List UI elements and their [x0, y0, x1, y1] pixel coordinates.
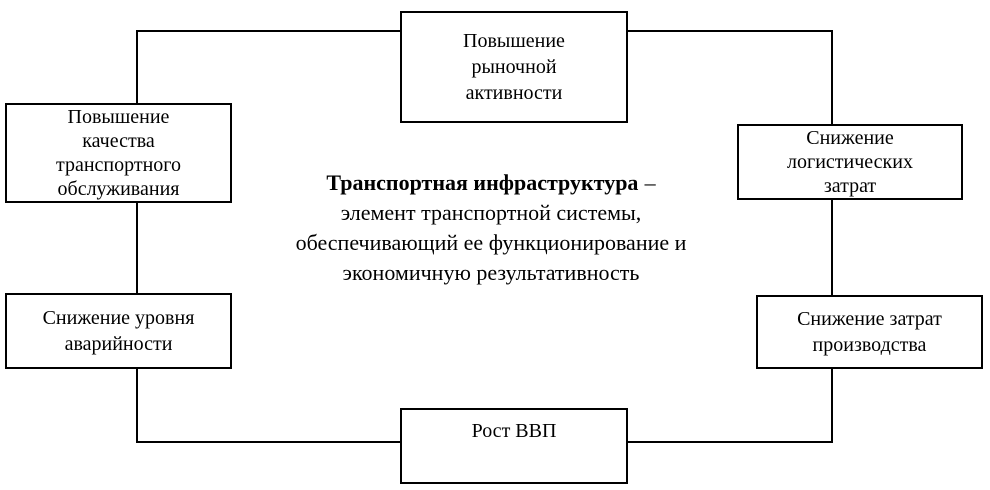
definition-term: Транспортная инфраструктура [326, 170, 639, 195]
box-accident-rate: Снижение уровня аварийности [5, 293, 232, 369]
definition-dash: – [644, 170, 656, 195]
connector-right-vertical-lower [831, 367, 833, 443]
connector-bottom-right-horizontal [628, 441, 833, 443]
connector-top-left-horizontal [136, 30, 400, 32]
box-gdp-growth-label: Рост ВВП [471, 420, 557, 442]
connector-right-vertical-middle [831, 198, 833, 297]
connector-top-right-horizontal [628, 30, 833, 32]
box-gdp-growth: Рост ВВП [400, 408, 628, 484]
connector-left-vertical-middle [136, 201, 138, 295]
box-logistics-costs: Снижение логистических затрат [737, 124, 963, 200]
box-production-costs: Снижение затрат производства [756, 295, 983, 369]
connector-right-vertical-upper [831, 30, 833, 126]
box-market-activity-label: Повышение рыночной активности [463, 30, 565, 104]
box-accident-rate-label: Снижение уровня аварийности [42, 307, 195, 355]
box-market-activity: Повышение рыночной активности [400, 11, 628, 123]
definition-title-line: Транспортная инфраструктура– [245, 168, 737, 198]
box-service-quality: Повышение качества транспортного обслужи… [5, 103, 232, 203]
box-production-costs-label: Снижение затрат производства [797, 308, 942, 356]
definition-block: Транспортная инфраструктура– элемент тра… [245, 168, 737, 288]
box-service-quality-label: Повышение качества транспортного обслужи… [55, 106, 182, 200]
connector-left-vertical-upper [136, 30, 138, 105]
connector-bottom-left-horizontal [136, 441, 400, 443]
box-logistics-costs-label: Снижение логистических затрат [787, 127, 913, 197]
definition-body: элемент транспортной системы, обеспечива… [295, 200, 687, 285]
connector-left-vertical-lower [136, 367, 138, 443]
